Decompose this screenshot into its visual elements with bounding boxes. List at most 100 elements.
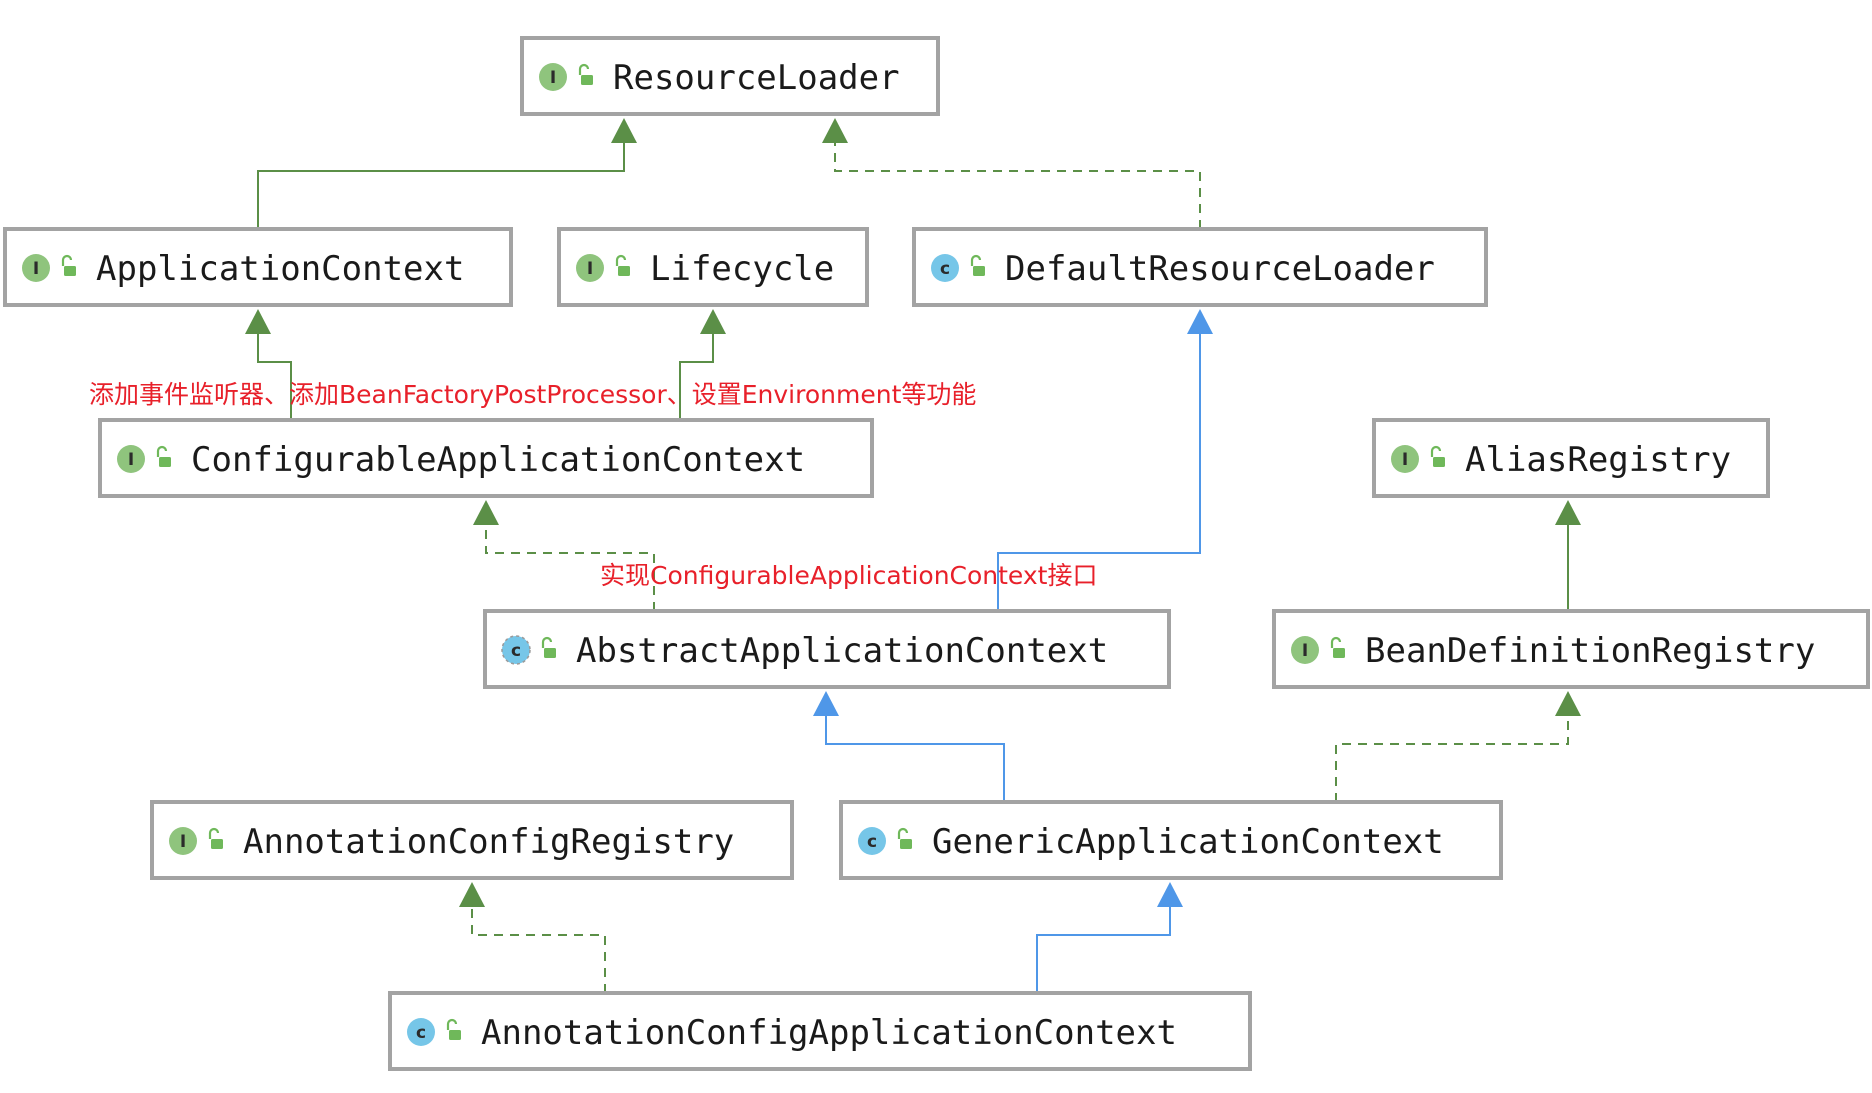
- node-label: Lifecycle: [650, 249, 834, 289]
- node-box: [912, 227, 1488, 307]
- arrowhead-icon: [1157, 882, 1183, 907]
- edge-line: [997, 333, 1201, 611]
- node-label: GenericApplicationContext: [932, 822, 1444, 862]
- unlocked-padlock-icon: [61, 254, 76, 276]
- node-configurable-application-context[interactable]: I ConfigurableApplicationContext: [98, 418, 874, 498]
- interface-badge-icon: I: [1291, 636, 1319, 664]
- node-generic-application-context[interactable]: c GenericApplicationContext: [839, 800, 1503, 880]
- edge-bean-definition-registry-to-alias-registry: [1555, 500, 1581, 611]
- arrowhead-icon: [459, 882, 485, 907]
- badge-letter: I: [1302, 641, 1308, 661]
- node-box: [483, 609, 1171, 689]
- arrowhead-icon: [611, 118, 637, 143]
- node-label: BeanDefinitionRegistry: [1365, 631, 1815, 671]
- edge-application-context-to-resource-loader: [257, 118, 637, 229]
- node-label: AliasRegistry: [1465, 440, 1731, 480]
- badge-letter: I: [1402, 450, 1408, 470]
- edge-line: [1335, 715, 1569, 802]
- node-alias-registry[interactable]: I AliasRegistry: [1372, 418, 1770, 498]
- badge-letter: c: [940, 259, 950, 279]
- edge-line: [834, 142, 1201, 229]
- edge-line: [471, 906, 606, 993]
- unlocked-padlock-icon: [615, 254, 630, 276]
- arrowhead-icon: [822, 118, 848, 143]
- arrowhead-icon: [245, 309, 271, 334]
- unlocked-padlock-icon: [578, 63, 593, 85]
- node-label: ApplicationContext: [96, 249, 464, 289]
- badge-letter: c: [416, 1023, 426, 1043]
- badge-letter: I: [33, 259, 39, 279]
- edge-line: [825, 715, 1005, 802]
- arrowhead-icon: [1555, 500, 1581, 525]
- node-box: [3, 227, 513, 307]
- badge-letter: I: [128, 450, 134, 470]
- annotation-configurable: 添加事件监听器、添加BeanFactoryPostProcessor、设置Env…: [89, 380, 976, 409]
- node-box: [839, 800, 1503, 880]
- interface-badge-icon: I: [576, 254, 604, 282]
- node-annotation-config-registry[interactable]: I AnnotationConfigRegistry: [150, 800, 794, 880]
- node-label: AnnotationConfigRegistry: [243, 822, 734, 862]
- edge-default-resource-loader-to-resource-loader: [822, 118, 1201, 229]
- arrowhead-icon: [473, 500, 499, 525]
- annotations-layer: 添加事件监听器、添加BeanFactoryPostProcessor、设置Env…: [89, 380, 1097, 590]
- interface-badge-icon: I: [169, 827, 197, 855]
- node-box: [1272, 609, 1870, 689]
- class-badge-icon: c: [858, 827, 886, 855]
- edge-abstract-application-context-to-configurable-application-context: [473, 500, 655, 611]
- badge-letter: I: [550, 68, 556, 88]
- node-label: AbstractApplicationContext: [576, 631, 1108, 671]
- edge-generic-application-context-to-abstract-application-context: [813, 691, 1005, 802]
- node-box: [520, 36, 940, 116]
- node-resource-loader[interactable]: I ResourceLoader: [520, 36, 940, 116]
- unlocked-padlock-icon: [208, 827, 223, 849]
- node-bean-definition-registry[interactable]: I BeanDefinitionRegistry: [1272, 609, 1870, 689]
- unlocked-padlock-icon: [446, 1018, 461, 1040]
- class-badge-icon: c: [501, 635, 531, 665]
- annotation-abstract: 实现ConfigurableApplicationContext接口: [600, 561, 1097, 590]
- node-label: ConfigurableApplicationContext: [191, 440, 805, 480]
- arrowhead-icon: [700, 309, 726, 334]
- edge-line: [485, 524, 655, 611]
- badge-letter: I: [587, 259, 593, 279]
- node-application-context[interactable]: I ApplicationContext: [3, 227, 513, 307]
- node-default-resource-loader[interactable]: c DefaultResourceLoader: [912, 227, 1488, 307]
- edge-generic-application-context-to-bean-definition-registry: [1335, 691, 1581, 802]
- edge-configurable-application-context-to-lifecycle: [679, 309, 726, 420]
- edge-configurable-application-context-to-application-context: [245, 309, 292, 420]
- node-box: [150, 800, 794, 880]
- interface-badge-icon: I: [22, 254, 50, 282]
- node-annotation-config-application-context[interactable]: c AnnotationConfigApplicationContext: [388, 991, 1252, 1071]
- edge-abstract-application-context-to-default-resource-loader: [997, 309, 1213, 611]
- interface-badge-icon: I: [117, 445, 145, 473]
- arrowhead-icon: [1187, 309, 1213, 334]
- unlocked-padlock-icon: [1430, 445, 1445, 467]
- interface-badge-icon: I: [539, 63, 567, 91]
- edge-line: [1036, 906, 1171, 993]
- node-lifecycle[interactable]: I Lifecycle: [557, 227, 869, 307]
- edge-line: [257, 333, 292, 420]
- interface-badge-icon: I: [1391, 445, 1419, 473]
- node-box: [98, 418, 874, 498]
- node-abstract-application-context[interactable]: c AbstractApplicationContext: [483, 609, 1171, 689]
- arrowhead-icon: [1555, 691, 1581, 716]
- node-label: DefaultResourceLoader: [1005, 249, 1435, 289]
- edge-line: [679, 333, 714, 420]
- node-box: [557, 227, 869, 307]
- edges-layer: [245, 118, 1581, 993]
- badge-letter: I: [180, 832, 186, 852]
- unlocked-padlock-icon: [541, 636, 556, 658]
- class-badge-icon: c: [407, 1018, 435, 1046]
- edge-annotation-config-application-context-to-generic-application-context: [1036, 882, 1183, 993]
- edge-line: [257, 142, 625, 229]
- badge-letter: c: [867, 832, 877, 852]
- class-badge-icon: c: [931, 254, 959, 282]
- node-label: ResourceLoader: [613, 58, 900, 98]
- node-label: AnnotationConfigApplicationContext: [481, 1013, 1177, 1053]
- unlocked-padlock-icon: [156, 445, 171, 467]
- unlocked-padlock-icon: [897, 827, 912, 849]
- edge-annotation-config-application-context-to-annotation-config-registry: [459, 882, 606, 993]
- node-box: [388, 991, 1252, 1071]
